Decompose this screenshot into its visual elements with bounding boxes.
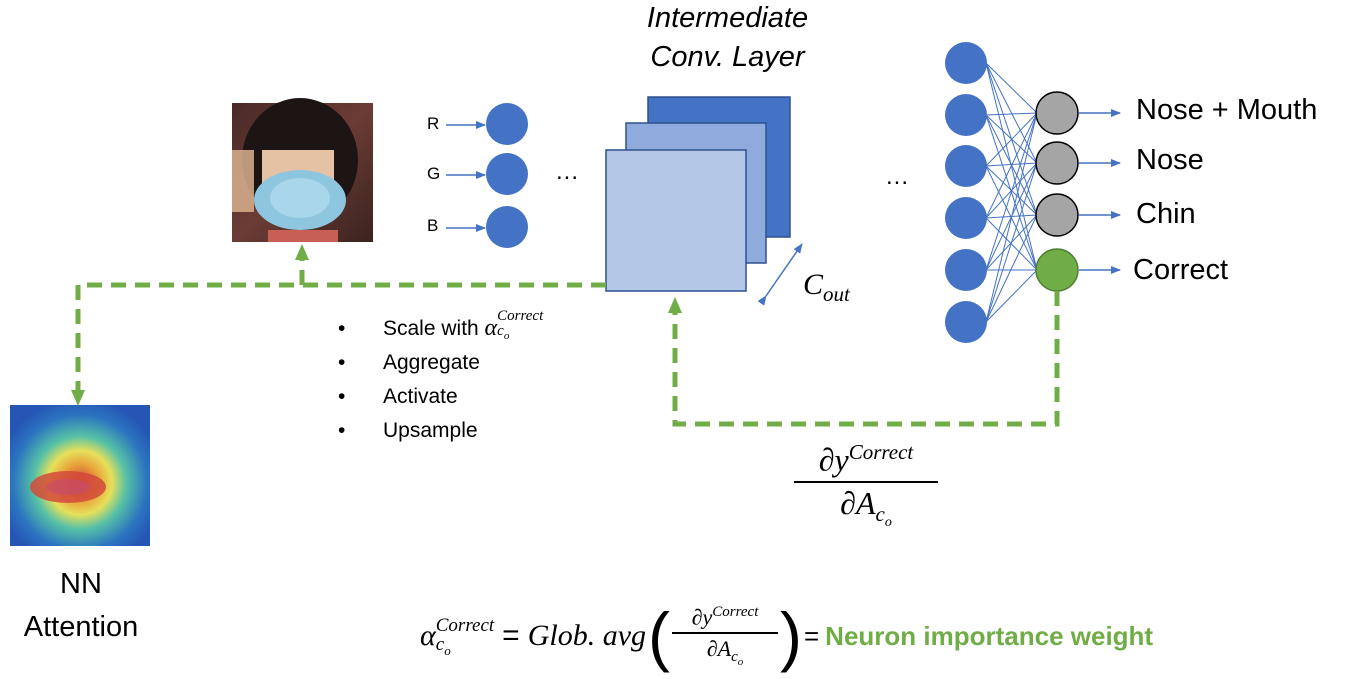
layer-title-line1: Intermediate <box>646 2 809 34</box>
formula-result: Neuron importance weight <box>825 620 1154 651</box>
step-scale-sub: c <box>497 322 504 339</box>
conv-layer-stack <box>605 96 803 306</box>
input-face-image <box>232 98 373 242</box>
hidden-node <box>945 197 987 239</box>
gradient-fraction: ∂yCorrect ∂Aco <box>794 440 938 531</box>
formula-alpha-scripts: Correct co <box>435 614 495 658</box>
step-upsample: •Upsample <box>338 419 478 442</box>
attention-path <box>71 282 606 406</box>
output-node-chin <box>1035 193 1079 237</box>
input-node-g <box>486 153 528 195</box>
network-edge <box>985 62 1038 114</box>
output-label-nose: Nose <box>1136 144 1204 176</box>
ellipsis-right: ... <box>886 163 910 190</box>
backprop-paths <box>71 244 1060 427</box>
formula-fraction: ∂yCorrect ∂Aco <box>672 604 778 668</box>
gradient-path <box>668 291 1060 427</box>
nn-attention-label: NN Attention <box>23 568 139 643</box>
channel-dim-sub: out <box>823 282 850 306</box>
network-edge <box>985 269 1038 323</box>
output-label-nose-mouth: Nose + Mouth <box>1136 94 1318 126</box>
formula-alpha: α <box>420 619 436 652</box>
hidden-node <box>945 301 987 343</box>
feature-map-front <box>605 149 747 292</box>
step-scale-subsub: o <box>503 329 510 342</box>
attention-heatmap-image <box>10 405 150 546</box>
hidden-layer <box>945 42 987 343</box>
step-aggregate: •Aggregate <box>338 351 480 374</box>
hidden-node <box>945 145 987 187</box>
formula-function: Glob. avg <box>527 619 647 652</box>
input-nodes <box>446 103 528 248</box>
importance-formula: α Correct co = Glob. avg ( ∂yCorrect ∂Ac… <box>420 599 1154 673</box>
channel-dimension-label: Cout <box>803 268 850 307</box>
layer-title-line2: Conv. Layer <box>650 41 805 73</box>
output-node-nose <box>1035 141 1079 185</box>
network-edge <box>985 112 1038 219</box>
step-activate: •Activate <box>338 385 458 408</box>
hidden-node <box>945 94 987 136</box>
input-node-b <box>486 206 528 248</box>
gradient-numerator: ∂yCorrect <box>818 440 914 478</box>
output-node-nose-mouth <box>1035 91 1079 135</box>
network-edge <box>985 162 1038 323</box>
channel-dim-base: C <box>803 268 824 301</box>
ellipsis-left: ... <box>556 158 580 185</box>
network-edge <box>985 214 1038 323</box>
step-scale-text: Scale with <box>383 317 485 340</box>
formula-equals: = <box>502 619 520 652</box>
hidden-node <box>945 42 987 84</box>
gradient-denominator: ∂Aco <box>840 484 892 531</box>
step-scale-alpha: α <box>484 315 498 341</box>
network-edge <box>985 112 1038 167</box>
network-edge <box>985 112 1038 323</box>
channel-label-b: B <box>427 216 439 235</box>
formula-result-equals: = <box>803 620 820 651</box>
step-scale-sup: Correct <box>497 307 544 324</box>
output-layer <box>1035 91 1121 292</box>
hidden-node <box>945 249 987 291</box>
network-edge <box>985 112 1038 116</box>
layer-title: Intermediate Conv. Layer <box>600 2 855 74</box>
network-edges <box>985 62 1038 323</box>
channel-label-g: G <box>427 164 441 183</box>
input-node-r <box>486 103 528 145</box>
network-edge <box>985 112 1038 271</box>
output-label-chin: Chin <box>1136 198 1196 230</box>
channel-label-r: R <box>427 114 440 133</box>
output-label-correct: Correct <box>1133 254 1229 286</box>
channel-dimension-arrow <box>757 243 803 306</box>
output-node-correct <box>1035 248 1079 292</box>
